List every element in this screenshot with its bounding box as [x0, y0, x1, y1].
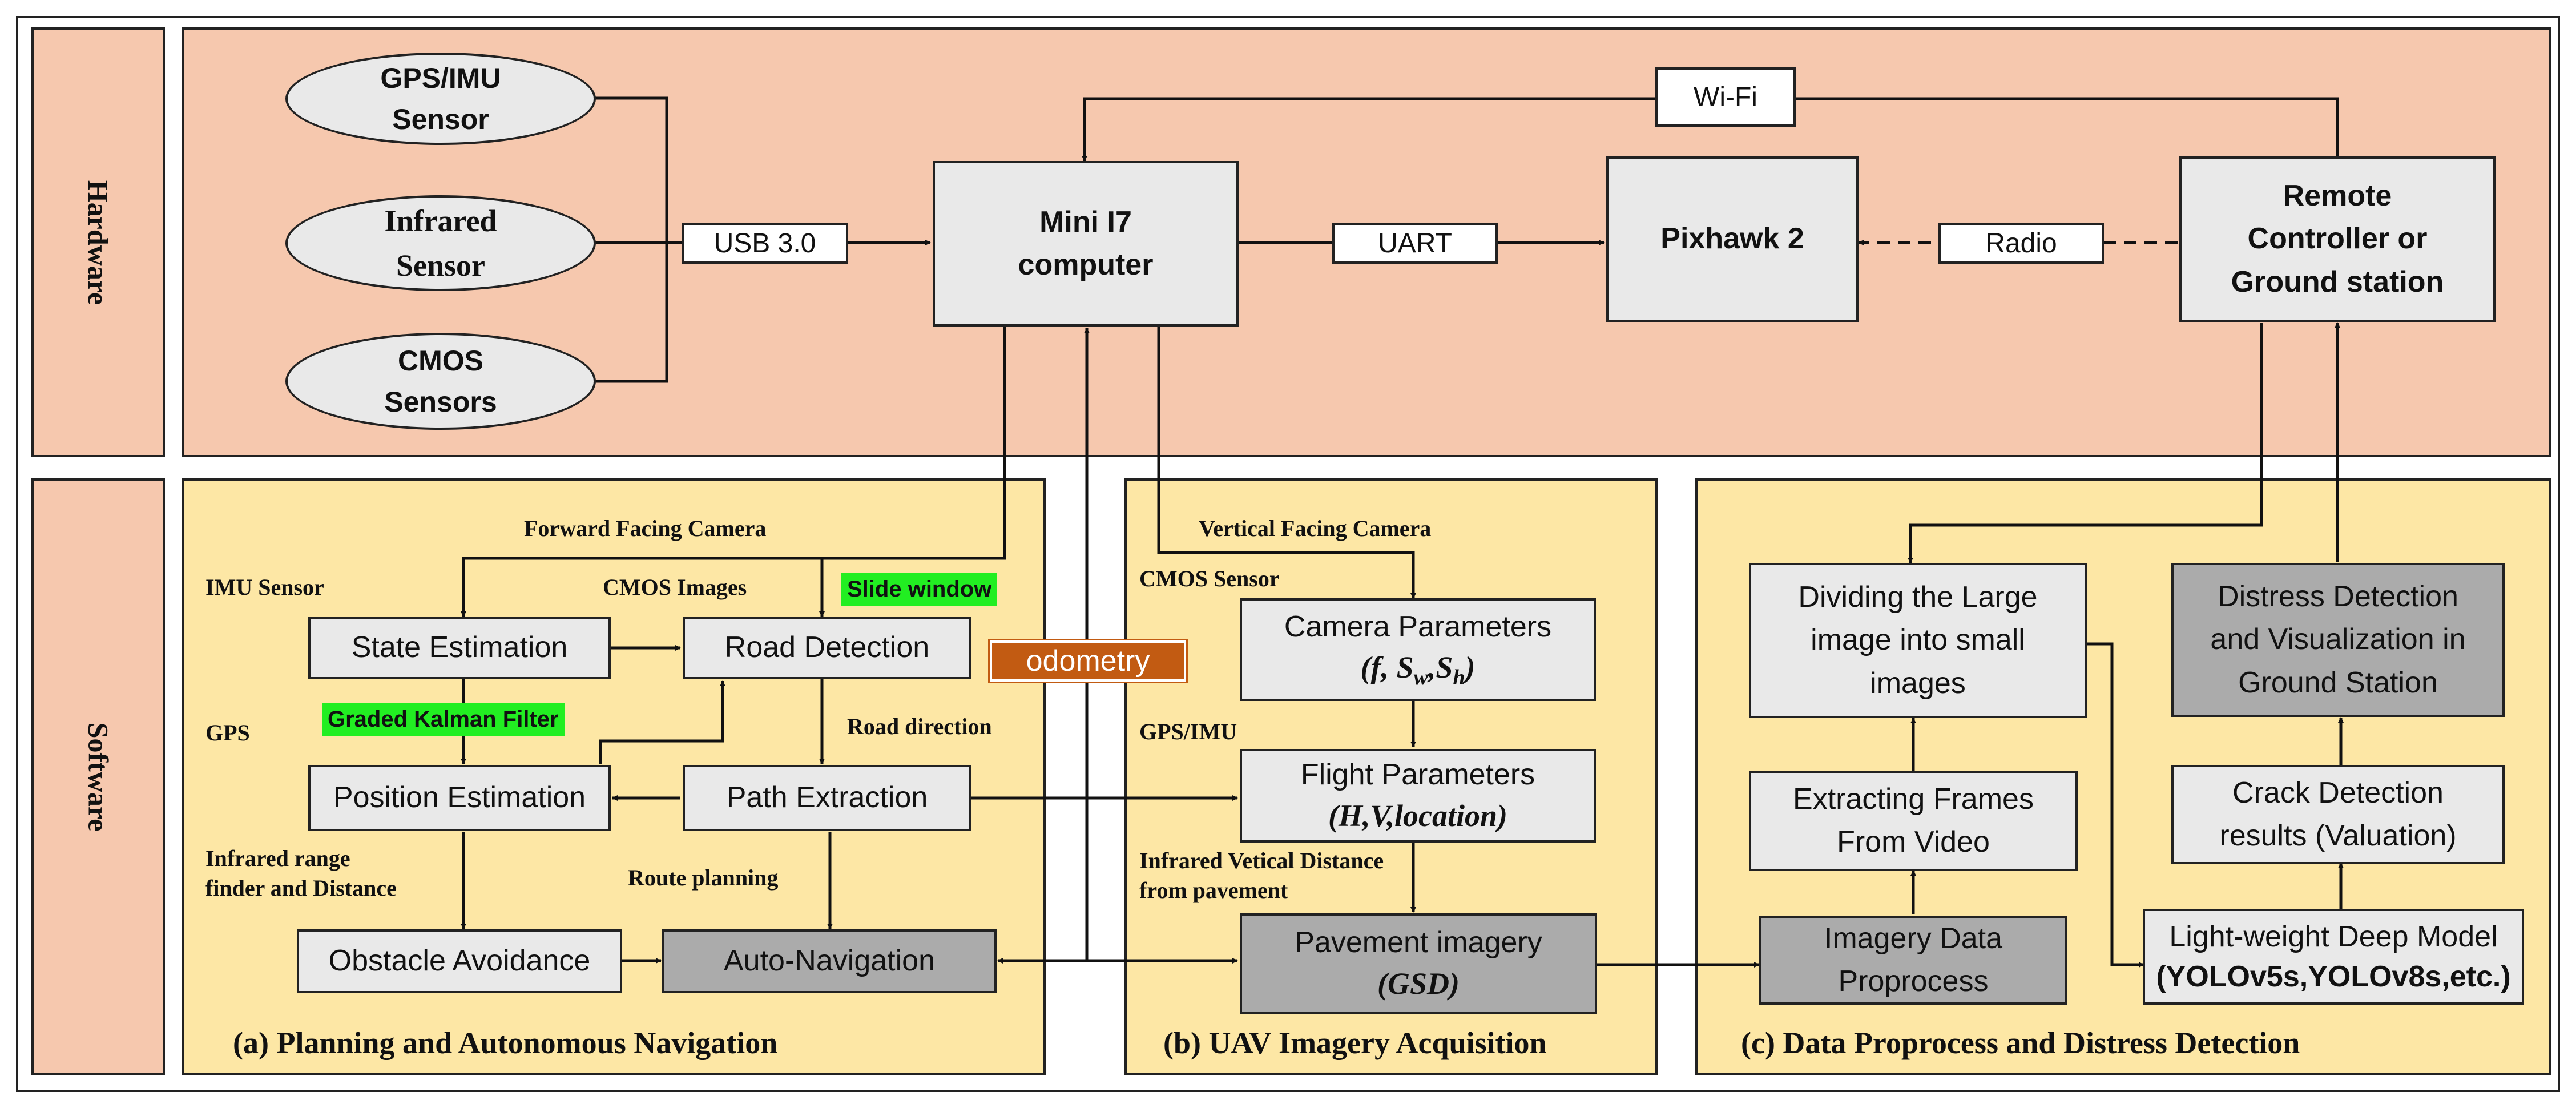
remote-to-dividing-arrow — [1908, 323, 2263, 563]
obstacle-avoidance-node: Obstacle Avoidance — [297, 929, 622, 993]
position-estimation-node: Position Estimation — [308, 765, 611, 831]
wifi-to-computer-arrow — [1082, 97, 1655, 162]
graded-kalman-highlight: Graded Kalman Filter — [322, 703, 565, 736]
wifi-to-remote-arrow — [1655, 97, 2340, 162]
imu-sensor-label: IMU Sensor — [205, 574, 324, 600]
formula-sub-w: w — [1413, 665, 1428, 690]
distress-detection-node: Distress Detection and Visualization in … — [2171, 563, 2505, 717]
formula-focal-length: f — [1370, 650, 1381, 685]
deep-model-node: Light-weight Deep Model (YOLOv5s,YOLOv8s… — [2143, 909, 2524, 1005]
hardware-band-label: Hardware — [31, 27, 165, 457]
pavement-imagery-node: Pavement imagery (GSD) — [1240, 913, 1597, 1014]
sensor-bracket-line — [594, 96, 668, 383]
usb-label: USB 3.0 — [682, 223, 848, 264]
panel-a-title: (a) Planning and Autonomous Navigation — [233, 1026, 778, 1060]
panel-b-title: (b) UAV Imagery Acquisition — [1163, 1026, 1547, 1060]
wifi-label: Wi-Fi — [1655, 67, 1796, 127]
camera-parameters-title: Camera Parameters — [1284, 610, 1552, 643]
computer-to-state-estimation-arrow — [461, 325, 1006, 617]
computer-to-camera-parameters-arrow — [1157, 325, 1416, 599]
state-estimation-node: State Estimation — [308, 617, 611, 679]
cmos-sensor-label: CMOS Sensor — [1139, 566, 1280, 591]
cmos-sensors-node: CMOS Sensors — [285, 333, 596, 430]
path-extraction-node: Path Extraction — [683, 765, 971, 831]
slide-window-highlight: Slide window — [841, 573, 998, 606]
formula-sensor-h: S — [1436, 650, 1453, 685]
flight-parameters-node: Flight Parameters (H,V,location) — [1240, 749, 1596, 843]
odometry-label: odometry — [990, 640, 1186, 682]
deep-model-list: (YOLOv5s,YOLOv8s,etc.) — [2156, 960, 2511, 993]
dividing-images-node: Dividing the Large image into small imag… — [1749, 563, 2087, 718]
camera-parameters-node: Camera Parameters (f, Sw,Sh) — [1240, 598, 1596, 701]
crack-detection-node: Crack Detection results (Valuation) — [2171, 765, 2505, 864]
auto-navigation-node: Auto-Navigation — [662, 929, 997, 993]
diagram-frame — [16, 16, 2560, 1092]
road-direction-label: Road direction — [847, 714, 992, 739]
mini-computer-node: Mini I7 computer — [933, 161, 1239, 327]
remote-controller-node: Remote Controller or Ground station — [2179, 156, 2496, 322]
pixhawk-node: Pixhawk 2 — [1606, 156, 1859, 322]
formula-gsd: GSD — [1387, 966, 1450, 1001]
uart-label: UART — [1332, 223, 1498, 264]
extracting-frames-node: Extracting Frames From Video — [1749, 771, 2078, 871]
flight-parameters-title: Flight Parameters — [1300, 758, 1535, 792]
dividing-to-deep-model-arrow — [2085, 642, 2144, 968]
formula-sensor-w: S — [1396, 650, 1414, 685]
route-planning-label: Route planning — [628, 865, 779, 891]
infrared-sensor-node: Infrared Sensor — [285, 195, 596, 291]
infrared-vertical-label: Infrared Vetical Distance from pavement — [1139, 848, 1384, 903]
formula-sub-h: h — [1453, 665, 1465, 690]
software-band-label: Software — [31, 478, 165, 1075]
forward-camera-label: Forward Facing Camera — [524, 515, 767, 541]
pavement-imagery-title: Pavement imagery — [1295, 926, 1542, 960]
gps-label: GPS — [205, 720, 250, 746]
radio-label: Radio — [1938, 223, 2104, 264]
infrared-range-label: Infrared range finder and Distance — [205, 845, 397, 901]
position-to-road-arrow — [599, 680, 725, 764]
imagery-proprocess-node: Imagery Data Proprocess — [1759, 916, 2067, 1005]
gps-imu-label: GPS/IMU — [1139, 719, 1237, 744]
camera-parameters-formula: (f, Sw,Sh) — [1360, 650, 1476, 690]
pavement-imagery-formula: (GSD) — [1377, 966, 1460, 1001]
computer-to-road-detection-arrow — [819, 557, 1005, 617]
panel-c-title: (c) Data Proprocess and Distress Detecti… — [1741, 1026, 2300, 1060]
road-detection-node: Road Detection — [683, 617, 971, 679]
cmos-images-label: CMOS Images — [603, 574, 747, 600]
vertical-camera-label: Vertical Facing Camera — [1199, 515, 1432, 541]
gps-imu-sensor-node: GPS/IMU Sensor — [285, 53, 596, 145]
deep-model-title: Light-weight Deep Model — [2169, 920, 2498, 953]
flight-parameters-formula: (H,V,location) — [1328, 798, 1508, 833]
formula-flight-values: H,V,location — [1338, 798, 1498, 833]
